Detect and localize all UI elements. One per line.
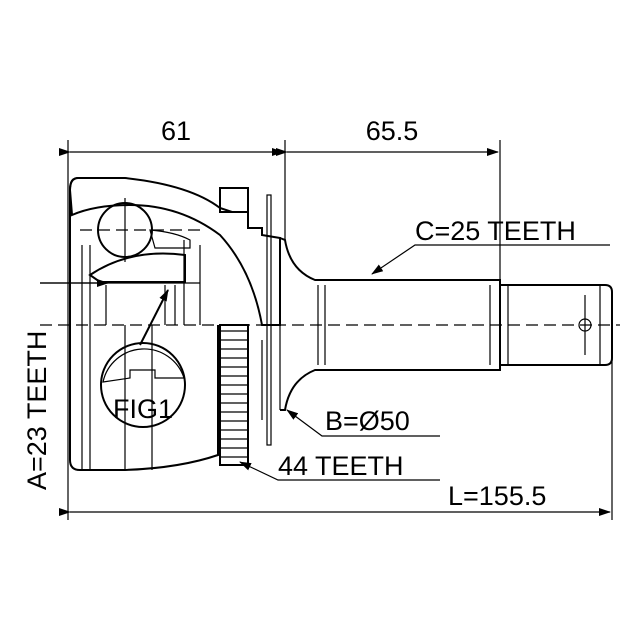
leader-b (286, 409, 440, 437)
dim-65-5: 65.5 (366, 116, 419, 146)
dust-shield (266, 194, 272, 446)
outer-housing (40, 177, 281, 471)
fig1-label: FIG1 (113, 394, 173, 424)
label-total-length: L=155.5 (448, 481, 546, 511)
label-a-teeth: A=23 TEETH (22, 331, 52, 490)
leader-c (371, 244, 610, 275)
shaft (279, 237, 613, 411)
abs-ring (219, 187, 249, 466)
label-b-diameter: B=Ø50 (325, 406, 410, 436)
leader-44 (239, 461, 440, 481)
label-44-teeth: 44 TEETH (278, 451, 404, 481)
fig1-detail: FIG1 (100, 289, 186, 428)
dim-61: 61 (161, 116, 191, 146)
label-c-teeth: C=25 TEETH (415, 216, 576, 246)
